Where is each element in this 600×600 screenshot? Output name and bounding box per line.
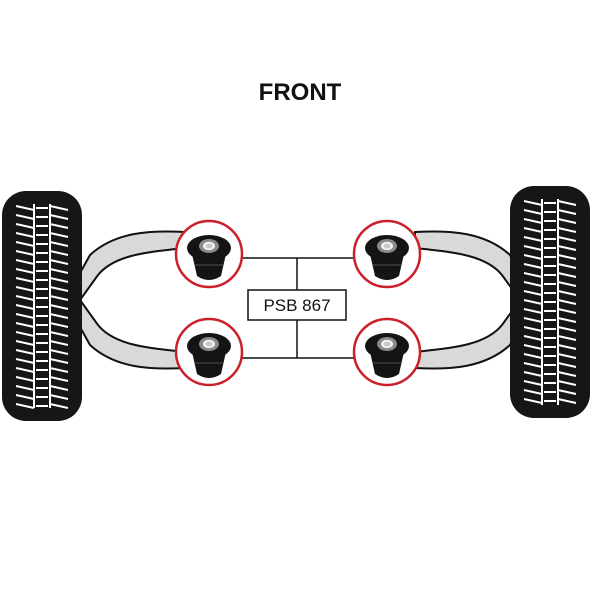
front-title: FRONT <box>259 79 342 106</box>
frame-lines <box>240 257 360 359</box>
rear-right-bush-icon <box>352 317 422 387</box>
rear-left-bush-icon <box>174 317 244 387</box>
left-wishbone-arm <box>63 230 186 370</box>
front-right-bush-icon <box>352 219 422 289</box>
part-number-box: PSB 867 <box>247 289 347 321</box>
right-tyre-icon <box>510 186 590 418</box>
left-tyre-icon <box>2 191 82 421</box>
front-left-bush-icon <box>174 219 244 289</box>
part-number-label: PSB 867 <box>263 296 330 315</box>
